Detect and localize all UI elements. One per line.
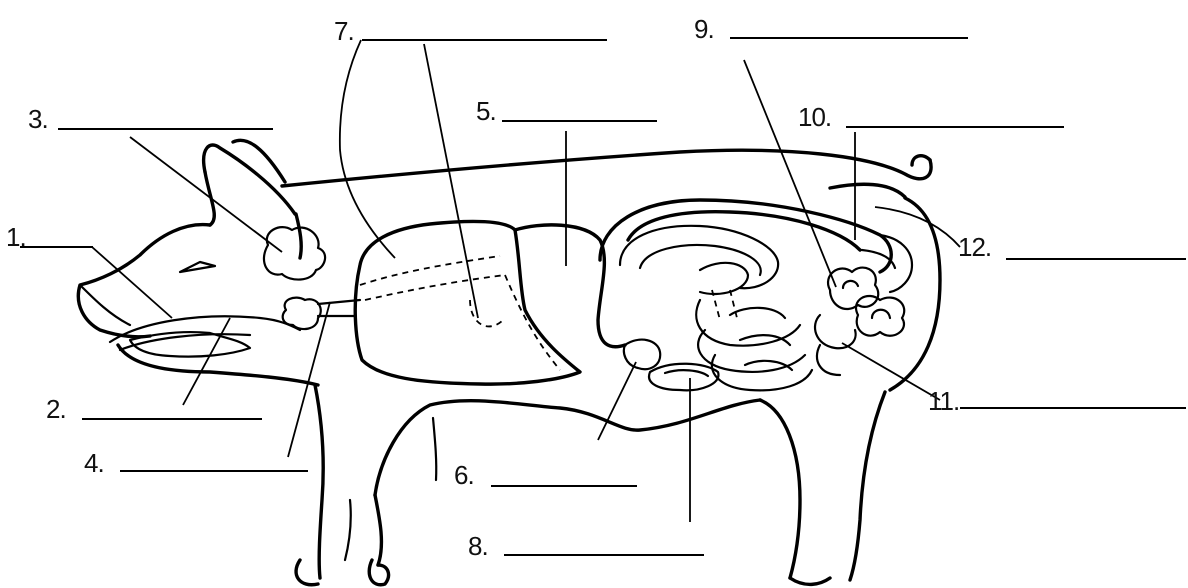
leader-9 [744,60,836,287]
label-11: 11. [928,388,959,414]
pig-body [78,140,940,584]
leader-7a [340,40,395,258]
leader-7b [424,44,478,318]
label-7: 7. [334,18,354,44]
label-10: 10. [798,104,831,130]
label-4: 4. [84,450,104,476]
label-1: 1. [6,224,26,250]
label-5: 5. [476,98,496,124]
label-9: 9. [694,16,714,42]
organs [110,200,912,390]
label-2: 2. [46,396,66,422]
label-8: 8. [468,533,488,559]
label-6: 6. [454,462,474,488]
label-3: 3. [28,106,48,132]
label-12: 12. [958,234,991,260]
leader-3 [130,137,282,252]
answer-blanks [20,38,1186,555]
